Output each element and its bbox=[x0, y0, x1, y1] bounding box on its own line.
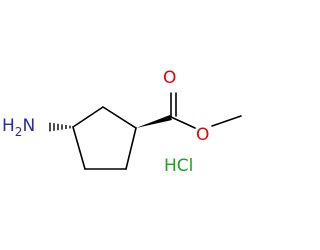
amine-subscript: 2 bbox=[15, 125, 23, 139]
cyclopentane-ring bbox=[72, 106, 137, 170]
hashed-wedge-bond bbox=[49, 122, 71, 132]
hcl-label: HCl bbox=[164, 156, 193, 176]
molecule-diagram: H2N O O HCl bbox=[2, 68, 242, 176]
ring-bond-3 bbox=[125, 127, 137, 170]
ester-oxygen-label: O bbox=[196, 125, 209, 145]
carbonyl-double-bond bbox=[170, 92, 177, 118]
ring-bond-2 bbox=[102, 106, 137, 129]
amine-label: H2N bbox=[2, 116, 35, 139]
amine-n: N bbox=[22, 116, 35, 136]
amine-h: H bbox=[2, 116, 15, 136]
carbonyl-oxygen-label: O bbox=[163, 68, 176, 88]
ring-bond-1 bbox=[72, 106, 104, 128]
methyl-bond bbox=[211, 115, 242, 127]
ester-single-bond bbox=[170, 116, 196, 129]
bold-wedge-bond bbox=[136, 115, 172, 128]
ring-bond-5 bbox=[72, 126, 86, 170]
